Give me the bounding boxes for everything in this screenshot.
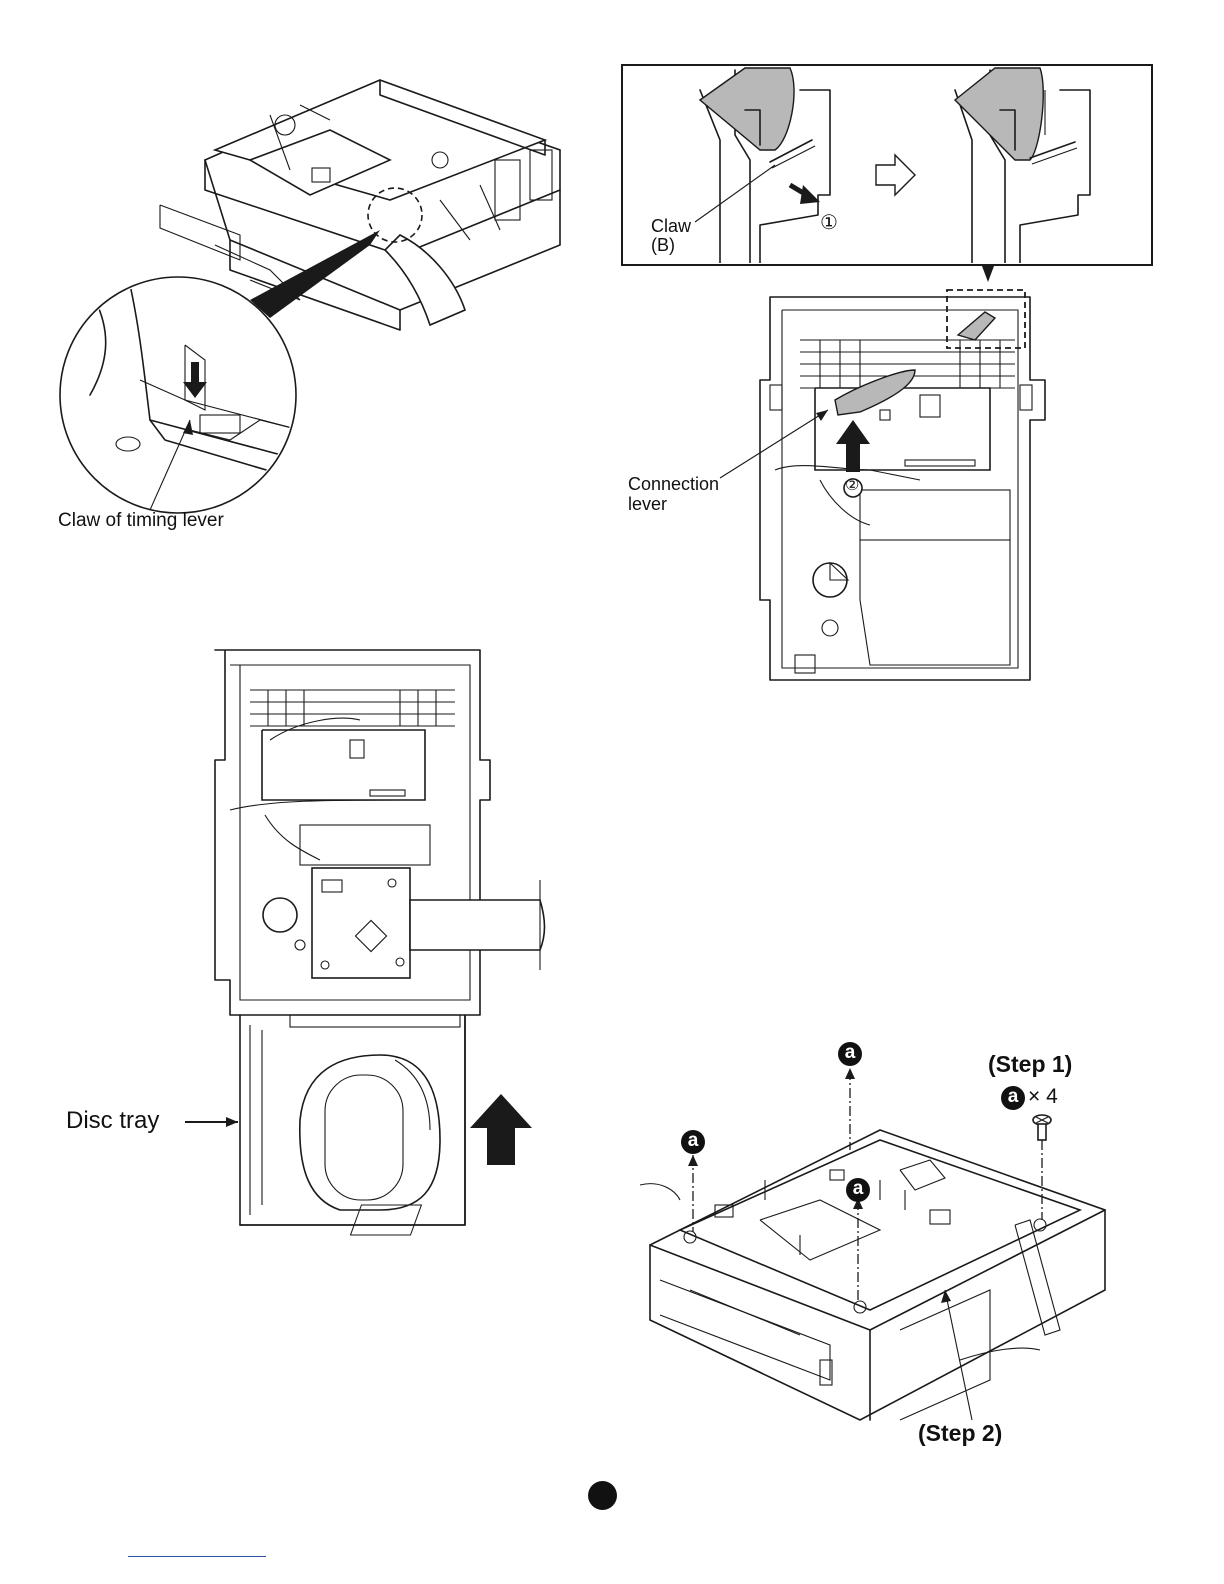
screw-count-label: × 4: [1028, 1086, 1058, 1108]
screw-a-badge-center: a: [846, 1178, 870, 1202]
screw-a-badge-top: a: [838, 1042, 862, 1066]
page-number-dot: [588, 1481, 617, 1510]
step-1-title: (Step 1): [988, 1052, 1072, 1076]
screw-a-badge-left: a: [681, 1130, 705, 1154]
footer-rule: [128, 1556, 266, 1557]
step-2-title: (Step 2): [918, 1421, 1002, 1445]
fig4-screw-removal-drawing: [0, 0, 1224, 1460]
fig4-screw-icon: [1033, 1115, 1051, 1140]
screw-a-badge-legend: a: [1001, 1086, 1025, 1110]
